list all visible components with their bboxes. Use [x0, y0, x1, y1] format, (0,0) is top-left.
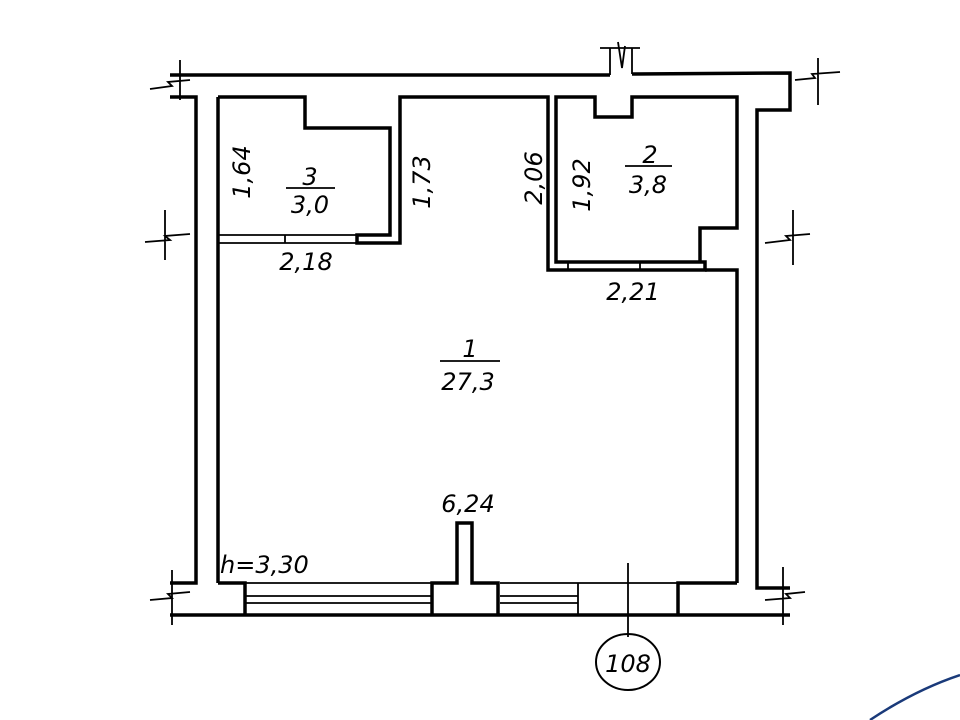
interior-walls	[216, 95, 739, 583]
dim-room2-left: 1,92	[568, 158, 596, 211]
room3-number: 3	[302, 163, 317, 191]
dim-room2-bottom: 2,21	[606, 278, 659, 306]
room2-number: 2	[642, 141, 657, 169]
dim-room1-width: 6,24	[441, 490, 494, 518]
stamp-arc	[869, 673, 960, 720]
dim-room3-right: 1,73	[408, 155, 436, 208]
room1-area: 27,3	[441, 368, 494, 396]
dim-room2-outer-left: 2,06	[520, 151, 548, 204]
ceiling-height: h=3,30	[220, 551, 309, 579]
dim-room3-left: 1,64	[228, 145, 256, 198]
room3-area: 3,0	[291, 191, 329, 219]
room2-area: 3,8	[629, 171, 667, 199]
room1-number: 1	[462, 335, 477, 363]
axis-marker-label: 108	[605, 650, 651, 678]
axis-marker-circle	[595, 633, 661, 691]
break-marks	[144, 41, 841, 625]
dim-room3-bottom: 2,18	[279, 248, 332, 276]
exterior-walls	[170, 71, 792, 637]
